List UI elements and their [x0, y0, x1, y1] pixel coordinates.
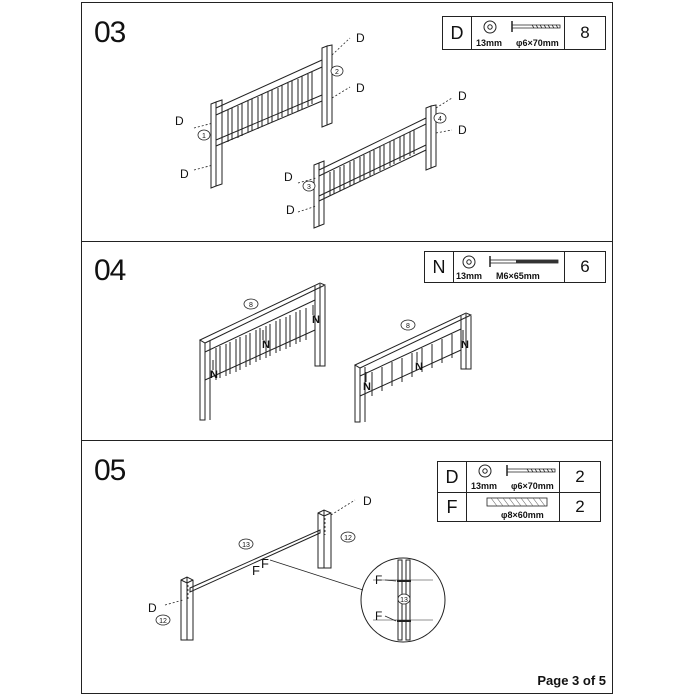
part-number-13: 13: [400, 597, 408, 604]
callout-d: D: [180, 167, 189, 181]
part-quantity: 2: [559, 492, 601, 522]
washer-size: 13mm: [471, 481, 498, 491]
page-indicator: Page 3 of 5: [537, 673, 606, 688]
callout-d: D: [356, 81, 365, 95]
callout-d: D: [284, 170, 293, 184]
part-number-4: 4: [438, 116, 442, 123]
part-number-8: 8: [249, 302, 253, 309]
part-number-3: 3: [307, 184, 311, 191]
part-number-1: 1: [202, 133, 206, 140]
screw-size: φ6×70mm: [511, 481, 554, 491]
part-number-12: 12: [159, 618, 167, 625]
part-letter: F: [437, 492, 467, 522]
callout-d: D: [458, 123, 467, 137]
bolt-callout-n: N: [363, 381, 371, 393]
dowel-illustration: φ8×60mm: [467, 493, 559, 521]
part-letter: N: [424, 251, 454, 283]
part-letter: D: [437, 461, 467, 493]
parts-table-step-05: D 13mm φ6×70mm 2 F: [437, 461, 601, 522]
callout-d: D: [175, 114, 184, 128]
step-number-03: 03: [94, 16, 126, 49]
bolt-callout-n: N: [262, 339, 270, 351]
part-number-12: 12: [344, 535, 352, 542]
bolt-callout-n: N: [312, 314, 320, 326]
bolt-callout-n: N: [461, 339, 469, 351]
bolt-size: M6×65mm: [496, 271, 540, 281]
step-divider: [81, 440, 613, 441]
callout-d: D: [286, 203, 295, 217]
part-letter: D: [442, 16, 472, 50]
step-divider: [81, 241, 613, 242]
callout-d: D: [356, 31, 365, 45]
callout-d: D: [458, 89, 467, 103]
callout-f: F: [252, 563, 260, 578]
screw-washer-illustration: 13mm φ6×70mm: [467, 462, 559, 492]
detail-callout-f: F: [375, 573, 382, 587]
part-number-8: 8: [406, 323, 410, 330]
part-number-2: 2: [335, 69, 339, 76]
callout-d: D: [363, 494, 372, 508]
parts-table-step-03: D 13mm φ6×70mm 8: [442, 16, 606, 50]
part-quantity: 6: [564, 251, 606, 283]
bolt-callout-n: N: [210, 369, 218, 381]
detail-callout-f: F: [375, 609, 382, 623]
bolt-callout-n: N: [415, 361, 423, 373]
callout-f: F: [261, 556, 269, 571]
screw-washer-illustration: 13mm φ6×70mm: [472, 17, 564, 49]
step-number-04: 04: [94, 254, 126, 287]
page-frame: [81, 2, 613, 694]
step-number-05: 05: [94, 454, 126, 487]
screw-size: φ6×70mm: [516, 38, 559, 48]
dowel-size: φ8×60mm: [501, 510, 544, 520]
part-quantity: 8: [564, 16, 606, 50]
parts-table-step-04: N 13mm M6×65mm 6: [424, 251, 606, 283]
bolt-washer-illustration: 13mm M6×65mm: [454, 252, 564, 282]
part-number-13: 13: [242, 542, 250, 549]
callout-d: D: [148, 601, 157, 615]
washer-size: 13mm: [456, 271, 483, 281]
washer-size: 13mm: [476, 38, 503, 48]
